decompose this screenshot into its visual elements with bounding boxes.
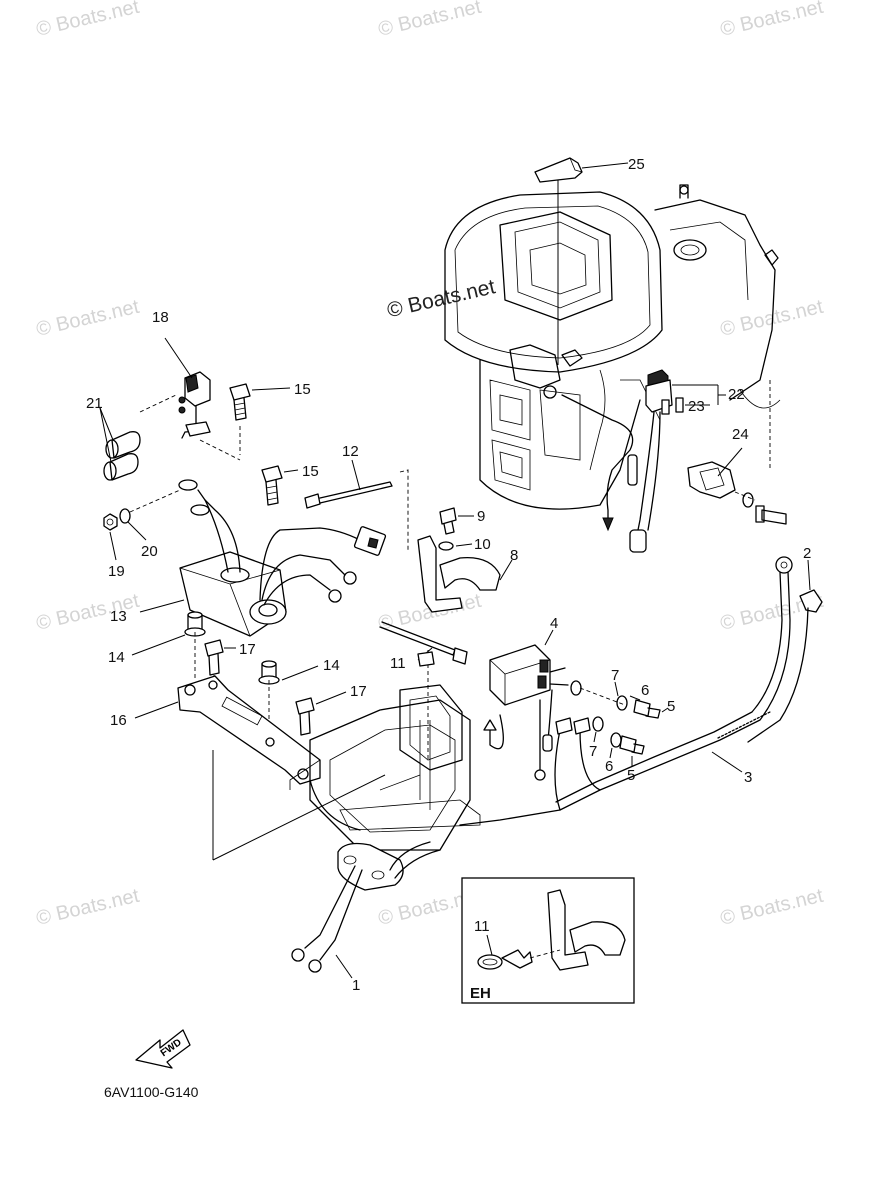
callout-8: 8 [510,547,518,564]
callout-19: 19 [108,563,125,580]
part-21-caps [99,407,141,481]
callout-14a: 14 [108,649,125,666]
part-12-cable-tie [304,459,409,550]
watermark: © Boats.net [34,296,141,341]
callout-5b: 5 [627,767,635,784]
callout-20: 20 [141,543,158,560]
inset-callout-11: 11 [474,918,490,935]
watermark: © Boats.net [34,885,141,930]
part-16-bracket-plate [134,675,386,861]
part-24-bracket [687,447,787,525]
part-22-23-connector [561,369,726,553]
watermark: © Boats.net [718,296,825,341]
callout-3: 3 [744,769,752,786]
part-18-switch [139,337,241,461]
callout-22: 22 [728,386,745,403]
callout-labels: 1 2 3 4 5 5 6 6 7 7 8 9 10 11 12 13 14 1… [86,156,811,1002]
watermark: © Boats.net [718,0,825,41]
callout-7b: 7 [589,743,597,760]
diagram-code: 6AV1100-G140 [104,1084,199,1100]
part-8-9-10-bracket [417,507,513,613]
part-25-clip [534,157,629,365]
callout-24: 24 [732,426,749,443]
callout-7a: 7 [611,667,619,684]
callout-6b: 6 [605,758,613,775]
lower-cowling [289,650,481,851]
watermark: © Boats.net [34,0,141,41]
part-4-rectifier [483,629,569,781]
callout-12: 12 [342,443,359,460]
callout-16: 16 [110,712,127,729]
callout-1: 1 [352,977,360,994]
callout-5a: 5 [667,698,675,715]
part-19-20-nut-washer [103,489,181,561]
inset-eh [461,877,635,1004]
callout-15b: 15 [302,463,319,480]
part-2-3-battery-cable [459,556,823,826]
callout-17a: 17 [239,641,256,658]
part-5-6-7-hardware [570,680,669,766]
callout-21: 21 [86,395,103,412]
part-1-grommet [291,841,441,979]
callout-9: 9 [477,508,485,525]
callout-10: 10 [474,536,491,553]
callout-13: 13 [110,608,127,625]
callout-17b: 17 [350,683,367,700]
engine-block [444,184,781,510]
callout-14b: 14 [323,657,340,674]
inset-label: EH [470,985,491,1002]
callout-6a: 6 [641,682,649,699]
part-13-cdi-unit [139,479,387,637]
callout-11: 11 [390,655,406,672]
callout-25: 25 [628,156,645,173]
part-15-bolts [229,383,299,506]
watermark: © Boats.net [718,885,825,930]
callout-18: 18 [152,309,169,326]
callout-23: 23 [688,398,705,415]
watermark: © Boats.net [376,0,483,41]
callout-4: 4 [550,615,558,632]
callout-15a: 15 [294,381,311,398]
callout-2: 2 [803,545,811,562]
fwd-arrow-icon: FWD [135,1029,191,1069]
